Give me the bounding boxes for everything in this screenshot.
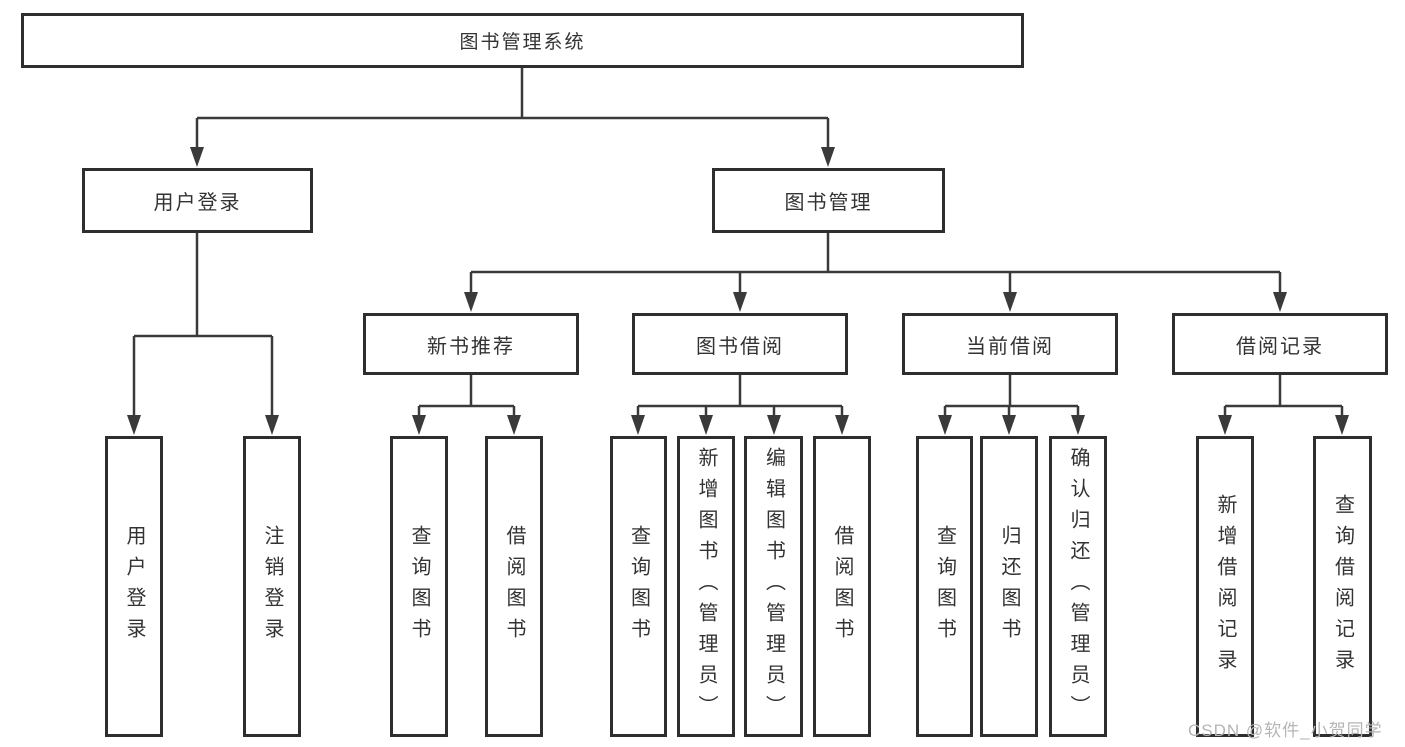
node-user-login: 用户登录 — [82, 168, 313, 233]
node-current-borrow: 当前借阅 — [902, 313, 1118, 375]
leaf-edit-book-admin: 编辑图书（管理员） — [744, 436, 803, 737]
leaf-add-borrow-record: 新增借阅记录 — [1196, 436, 1254, 737]
leaf-query-book: 查询图书 — [390, 436, 448, 737]
leaf-user-login: 用户登录 — [105, 436, 163, 737]
leaf-borrow-book: 借阅图书 — [485, 436, 543, 737]
leaf-confirm-return-admin: 确认归还（管理员） — [1049, 436, 1107, 737]
leaf-query-book: 查询图书 — [610, 436, 667, 737]
leaf-add-book-admin: 新增图书（管理员） — [677, 436, 735, 737]
node-new-book-recommend: 新书推荐 — [363, 313, 579, 375]
csdn-watermark: CSDN @软件_小贺同学 — [1188, 721, 1383, 740]
node-book-management: 图书管理 — [712, 168, 945, 233]
leaf-query-book: 查询图书 — [916, 436, 973, 737]
leaf-return-book: 归还图书 — [980, 436, 1038, 737]
leaf-borrow-book: 借阅图书 — [813, 436, 871, 737]
leaf-query-borrow-record: 查询借阅记录 — [1313, 436, 1372, 737]
leaf-logout-login: 注销登录 — [243, 436, 301, 737]
node-library-management-system: 图书管理系统 — [21, 13, 1024, 68]
node-book-borrow: 图书借阅 — [632, 313, 848, 375]
node-borrow-records: 借阅记录 — [1172, 313, 1388, 375]
